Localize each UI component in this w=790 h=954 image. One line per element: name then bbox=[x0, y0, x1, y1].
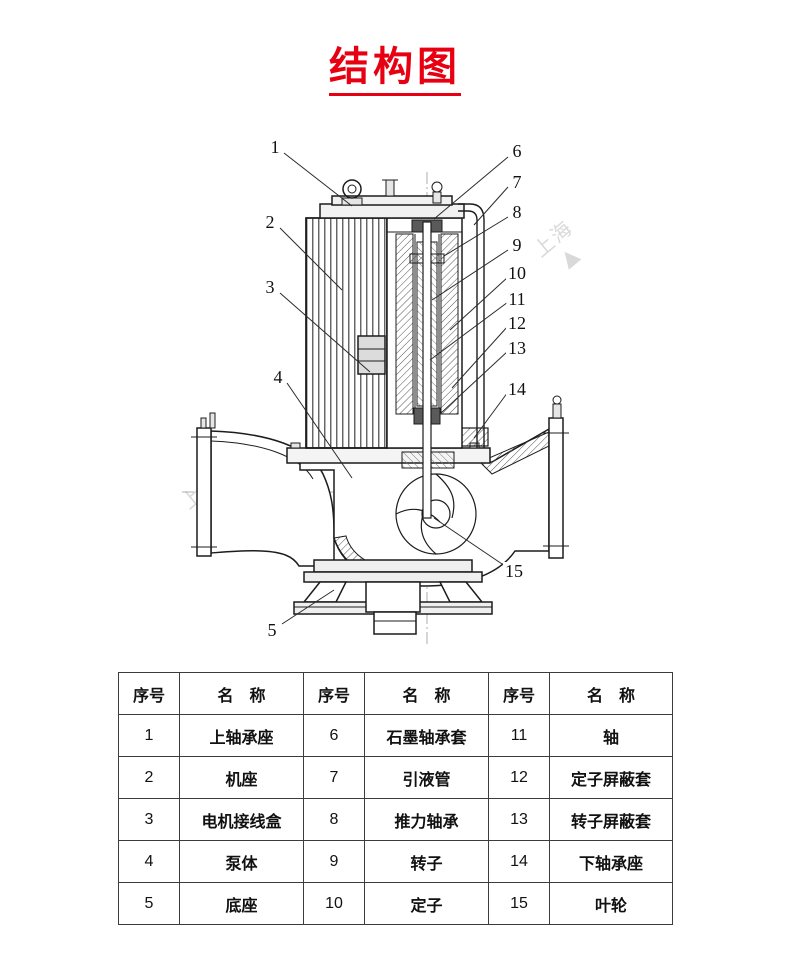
part-no: 11 bbox=[488, 714, 550, 757]
stator bbox=[440, 233, 459, 415]
suction-flange bbox=[191, 412, 217, 557]
table-header-row: 序号 名 称 序号 名 称 序号 名 称 bbox=[118, 672, 673, 715]
discharge-flange bbox=[543, 395, 569, 559]
liquid-guide-pipe bbox=[458, 203, 485, 448]
part-no: 15 bbox=[488, 882, 550, 925]
part-no: 5 bbox=[118, 882, 180, 925]
callout-3: 3 bbox=[263, 277, 277, 297]
part-name: 推力轴承 bbox=[364, 798, 489, 841]
part-name: 下轴承座 bbox=[549, 840, 673, 883]
part-no: 6 bbox=[303, 714, 365, 757]
part-name: 电机接线盒 bbox=[179, 798, 304, 841]
part-name: 底座 bbox=[179, 882, 304, 925]
part-name: 轴 bbox=[549, 714, 673, 757]
col-header-no: 序号 bbox=[303, 672, 365, 715]
motor-frame bbox=[305, 217, 388, 449]
table-row: 4 泵体 9 转子 14 下轴承座 bbox=[118, 840, 673, 883]
part-no: 4 bbox=[118, 840, 180, 883]
callout-2: 2 bbox=[263, 212, 277, 232]
col-header-name: 名 称 bbox=[549, 672, 673, 715]
part-name: 转子 bbox=[364, 840, 489, 883]
callout-14: 14 bbox=[506, 379, 528, 399]
part-no: 12 bbox=[488, 756, 550, 799]
part-name: 机座 bbox=[179, 756, 304, 799]
callout-7: 7 bbox=[510, 172, 524, 192]
part-no: 2 bbox=[118, 756, 180, 799]
callout-5: 5 bbox=[265, 620, 279, 640]
table-row: 1 上轴承座 6 石墨轴承套 11 轴 bbox=[118, 714, 673, 757]
callout-6: 6 bbox=[510, 141, 524, 161]
callout-1: 1 bbox=[268, 137, 282, 157]
shaft bbox=[422, 221, 432, 519]
part-no: 13 bbox=[488, 798, 550, 841]
part-name: 定子 bbox=[364, 882, 489, 925]
part-no: 3 bbox=[118, 798, 180, 841]
part-name: 泵体 bbox=[179, 840, 304, 883]
callout-4: 4 bbox=[271, 367, 285, 387]
col-header-no: 序号 bbox=[118, 672, 180, 715]
col-header-name: 名 称 bbox=[179, 672, 304, 715]
callout-11: 11 bbox=[506, 289, 528, 309]
callout-13: 13 bbox=[506, 338, 528, 358]
parts-table: 序号 名 称 序号 名 称 序号 名 称 1 上轴承座 6 石墨轴承套 11 轴… bbox=[118, 672, 673, 925]
col-header-no: 序号 bbox=[488, 672, 550, 715]
part-name: 叶轮 bbox=[549, 882, 673, 925]
base bbox=[293, 559, 493, 635]
col-header-name: 名 称 bbox=[364, 672, 489, 715]
page-title: 结构图 bbox=[329, 45, 461, 89]
part-name: 引液管 bbox=[364, 756, 489, 799]
part-no: 10 bbox=[303, 882, 365, 925]
part-no: 1 bbox=[118, 714, 180, 757]
part-no: 7 bbox=[303, 756, 365, 799]
table-row: 2 机座 7 引液管 12 定子屏蔽套 bbox=[118, 756, 673, 799]
part-name: 转子屏蔽套 bbox=[549, 798, 673, 841]
leader-lines bbox=[279, 152, 509, 625]
table-row: 5 底座 10 定子 15 叶轮 bbox=[118, 882, 673, 925]
part-name: 定子屏蔽套 bbox=[549, 756, 673, 799]
terminal-box bbox=[357, 335, 386, 375]
part-name: 石墨轴承套 bbox=[364, 714, 489, 757]
table-row: 3 电机接线盒 8 推力轴承 13 转子屏蔽套 bbox=[118, 798, 673, 841]
part-name: 上轴承座 bbox=[179, 714, 304, 757]
callout-9: 9 bbox=[510, 235, 524, 255]
callout-8: 8 bbox=[510, 202, 524, 222]
lifting-eye bbox=[342, 179, 362, 199]
part-no: 8 bbox=[303, 798, 365, 841]
title-underline bbox=[329, 93, 461, 96]
callout-12: 12 bbox=[506, 313, 528, 333]
part-no: 9 bbox=[303, 840, 365, 883]
part-no: 14 bbox=[488, 840, 550, 883]
stator bbox=[395, 233, 414, 415]
callout-10: 10 bbox=[506, 263, 528, 283]
callout-15: 15 bbox=[503, 561, 525, 581]
